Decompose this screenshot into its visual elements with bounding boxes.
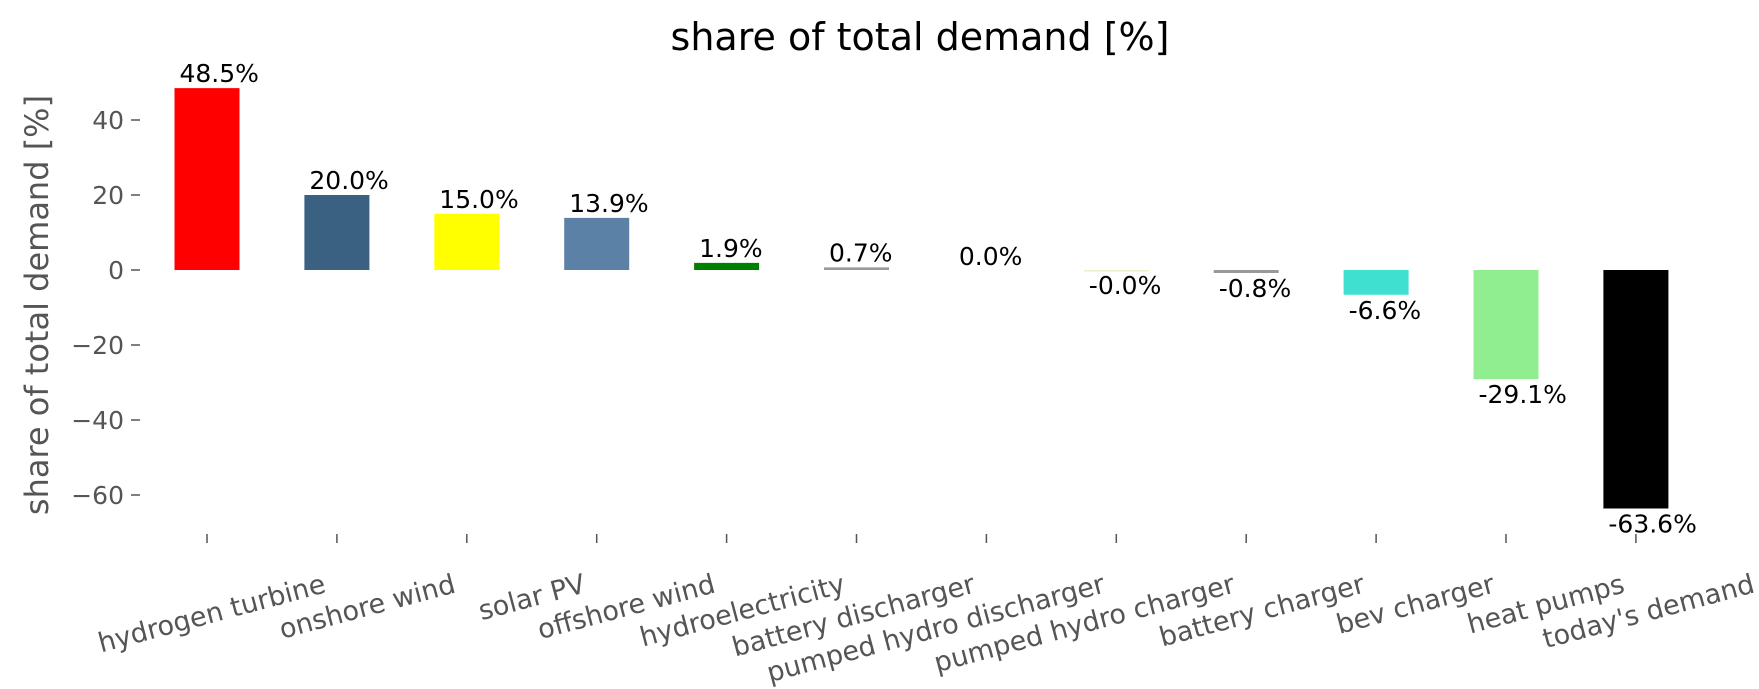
bar	[304, 195, 370, 270]
data-labels: 48.5% 20.0% 15.0% 13.9% 1.9% 0.7% 0.0% -0.0% -0.…	[180, 59, 1697, 538]
y-axis: 40 20 0 −20 −40 −60	[71, 106, 140, 510]
data-label: 0.0%	[959, 242, 1023, 271]
bar	[1603, 270, 1669, 509]
data-label: -6.6%	[1349, 296, 1422, 325]
chart-title: share of total demand [%]	[671, 15, 1170, 59]
y-tick-label: −20	[71, 331, 124, 360]
bar	[434, 213, 500, 270]
bar	[1343, 270, 1409, 295]
y-tick-label: 0	[108, 256, 124, 285]
bar	[694, 262, 760, 270]
data-label: -0.8%	[1219, 274, 1292, 303]
data-label: -0.0%	[1089, 271, 1162, 300]
data-label: -63.6%	[1608, 510, 1696, 539]
y-tick-label: 40	[92, 106, 124, 135]
bar	[824, 267, 889, 270]
y-tick-label: −40	[71, 406, 124, 435]
bar	[1473, 270, 1539, 380]
data-label: -29.1%	[1479, 380, 1567, 409]
data-label: 0.7%	[829, 238, 893, 267]
bar	[1083, 270, 1149, 272]
y-tick-label: 20	[92, 181, 124, 210]
data-label: 15.0%	[439, 185, 518, 214]
data-label: 20.0%	[309, 166, 388, 195]
data-label: 48.5%	[180, 59, 259, 88]
y-tick-label: −60	[71, 481, 124, 510]
y-axis-label: share of total demand [%]	[18, 95, 56, 515]
bars	[174, 88, 1669, 509]
bar	[1213, 270, 1279, 273]
data-label: 13.9%	[569, 189, 648, 218]
data-label: 1.9%	[699, 234, 763, 263]
bar	[564, 217, 630, 270]
bar	[174, 88, 240, 270]
